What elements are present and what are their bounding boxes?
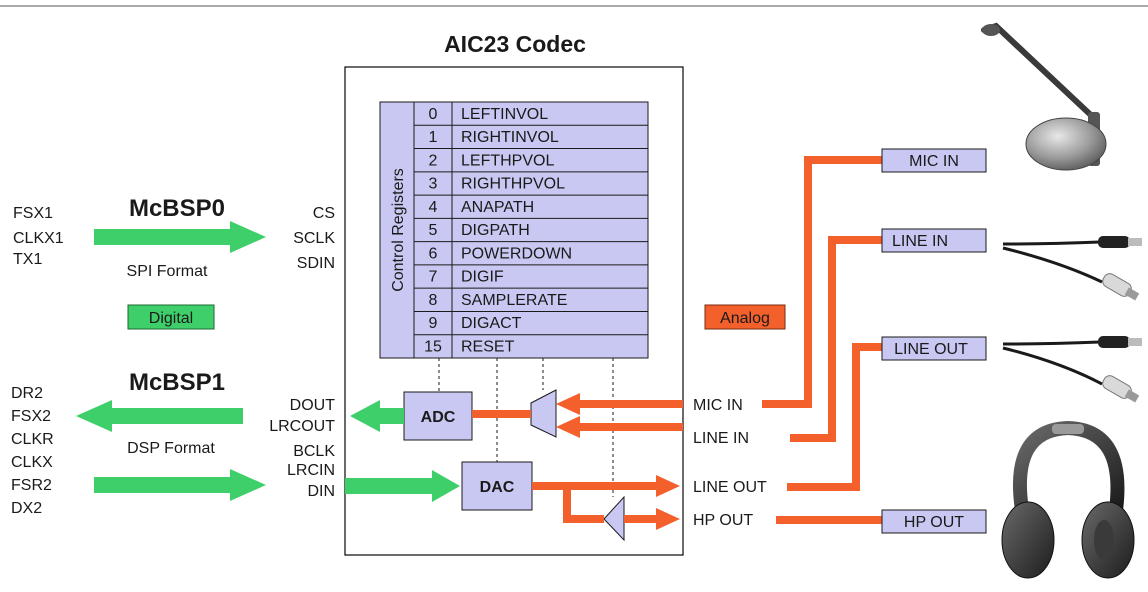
audio-cable-icon [1002, 336, 1142, 403]
headphones-icon [1001, 420, 1135, 579]
register-number: 5 [429, 222, 438, 239]
mcbsp1-right-pin: DIN [307, 483, 335, 500]
register-number: 2 [429, 152, 438, 169]
mcbsp1-right-pin: DOUT [290, 397, 336, 414]
audio-cable-icon [1002, 236, 1142, 301]
register-number: 1 [429, 129, 438, 146]
register-number: 15 [424, 338, 442, 355]
analog-paths [472, 393, 683, 530]
mcbsp0-format: SPI Format [127, 263, 208, 280]
register-name: DIGACT [461, 315, 522, 332]
mcbsp1-left-pin: CLKX [11, 454, 53, 471]
register-name: POWERDOWN [461, 245, 572, 262]
jack-line-in [881, 228, 987, 253]
mcbsp0-right-pin: CS [313, 205, 335, 222]
register-name: SAMPLERATE [461, 292, 567, 309]
register-name: RIGHTINVOL [461, 129, 559, 146]
codec-port-line-out: LINE OUT [693, 479, 767, 496]
register-number: 6 [429, 245, 438, 262]
jack-hp-out-label: HP OUT [904, 514, 964, 531]
register-name: LEFTINVOL [461, 106, 548, 123]
mcbsp1-left-pin: DR2 [11, 385, 43, 402]
adc-label: ADC [421, 409, 456, 426]
mcbsp0-left-pin: FSX1 [13, 205, 53, 222]
mcbsp1-left-pin: DX2 [11, 500, 42, 517]
register-number: 4 [429, 199, 438, 216]
mcbsp1-format: DSP Format [127, 440, 215, 457]
mcbsp0-left-pin: CLKX1 [13, 230, 64, 247]
codec-port-line-in: LINE IN [693, 430, 749, 447]
codec-port-mic-in: MIC IN [693, 397, 743, 414]
register-name: LEFTHPVOL [461, 152, 554, 169]
register-number: 0 [429, 106, 438, 123]
control-register-table: Control Registers 0 LEFTINVOL 1 RIGHTINVOL 2… [379, 101, 649, 359]
digital-tag-label: Digital [149, 310, 193, 327]
register-name: RIGHTHPVOL [461, 176, 565, 193]
mcbsp1-left-pin: FSX2 [11, 408, 51, 425]
mcbsp0-title: McBSP0 [129, 195, 225, 222]
analog-tag-label: Analog [720, 310, 770, 327]
jack-line-in-label: LINE IN [892, 233, 948, 250]
mcbsp0-left-pin: TX1 [13, 251, 42, 268]
mcbsp1-out-arrow [76, 400, 243, 432]
mcbsp1-right-pin: BCLK [293, 443, 335, 460]
mcbsp0-right-pin: SDIN [297, 255, 335, 272]
jack-hp-out [881, 509, 987, 534]
register-number: 3 [429, 176, 438, 193]
dac-label: DAC [480, 479, 515, 496]
adc-to-dout-arrow [350, 400, 404, 432]
mcbsp1-left-pin: CLKR [11, 431, 54, 448]
register-number: 8 [429, 292, 438, 309]
adc-block [403, 391, 473, 441]
register-number: 7 [429, 269, 438, 286]
jack-mic-in-label: MIC IN [909, 153, 959, 170]
external-analog-wiring [762, 156, 882, 524]
codec-port-hp-out: HP OUT [693, 512, 753, 529]
jack-line-out [881, 336, 987, 361]
jack-line-out-label: LINE OUT [894, 341, 968, 358]
mcbsp1-left-pin: FSR2 [11, 477, 52, 494]
analog-tag [704, 304, 786, 330]
din-to-dac-arrow [345, 470, 460, 502]
mcbsp1-in-arrow [94, 469, 266, 501]
register-name: RESET [461, 338, 515, 355]
mcbsp0-right-pin: SCLK [293, 230, 335, 247]
register-number: 9 [429, 315, 438, 332]
codec-title: AIC23 Codec [444, 31, 586, 57]
control-registers-label: Control Registers [390, 168, 407, 292]
digital-tag [127, 304, 215, 330]
mcbsp0-arrow [94, 221, 266, 253]
register-name: ANAPATH [461, 199, 534, 216]
register-name: DIGIF [461, 269, 504, 286]
mcbsp1-right-pin: LRCOUT [269, 418, 335, 435]
mcbsp1-title: McBSP1 [129, 369, 225, 396]
microphone-icon [981, 22, 1107, 171]
register-name: DIGPATH [461, 222, 530, 239]
mcbsp1-right-pin: LRCIN [287, 462, 335, 479]
jack-mic-in [881, 148, 987, 173]
